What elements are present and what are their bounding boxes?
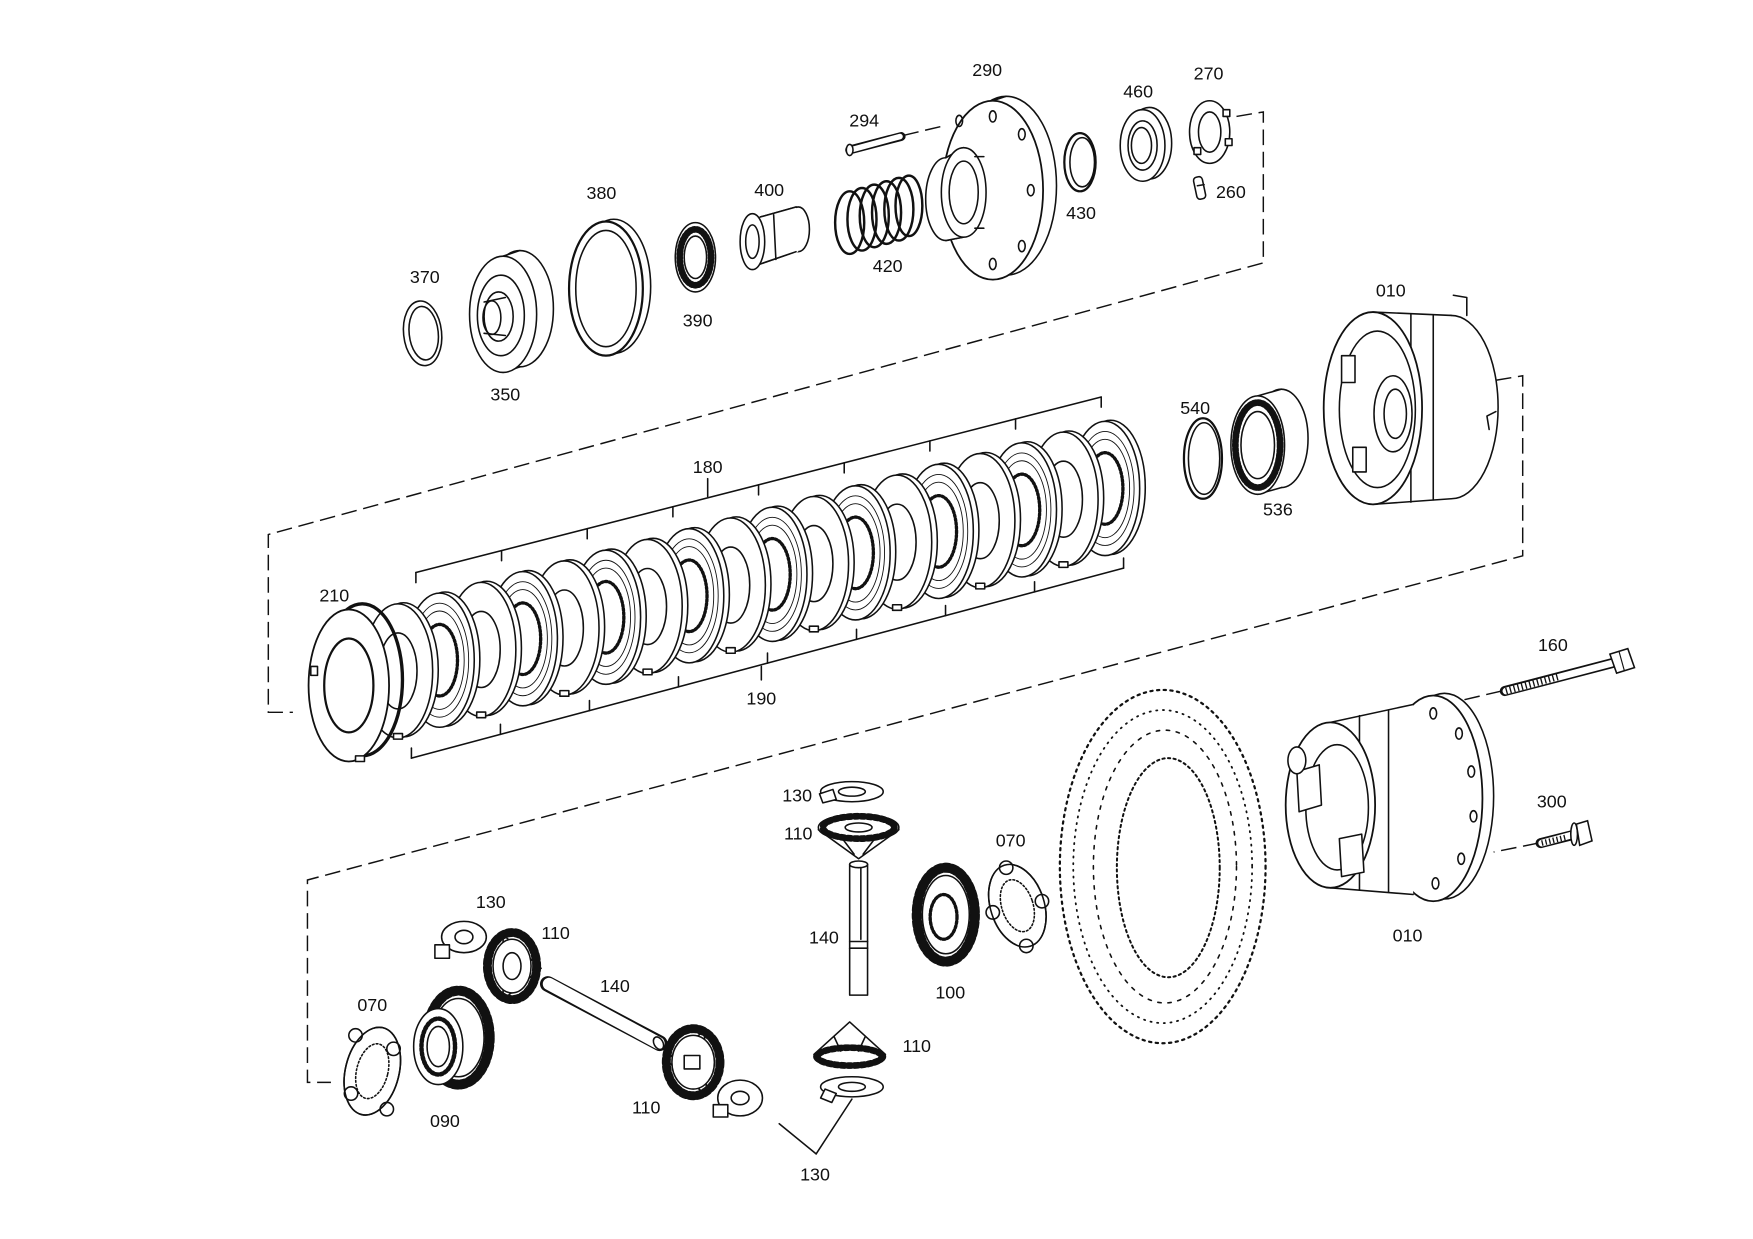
spring-420	[833, 174, 924, 256]
callout-070: 070	[357, 995, 387, 1015]
side-gear-090	[412, 985, 495, 1090]
plate-notch	[392, 732, 404, 740]
needle-bearing-390	[674, 221, 717, 293]
callout-430: 430	[1066, 203, 1096, 223]
callout-370: 370	[410, 267, 440, 287]
plate-notch	[891, 603, 903, 612]
callout-010-lower: 010	[1393, 925, 1423, 945]
lock-plate-270	[1188, 99, 1233, 165]
thrust-washer-130-lower	[819, 1075, 884, 1104]
thrust-washer-130-upper	[818, 780, 884, 804]
callout-140: 140	[600, 976, 630, 996]
callout-090: 090	[430, 1111, 460, 1131]
end-plate-210	[307, 602, 405, 763]
piston-350	[468, 249, 555, 374]
snap-ring-370	[402, 300, 443, 367]
callout-160: 160	[1538, 635, 1568, 655]
bushing-400	[739, 206, 811, 271]
callout-130: 130	[476, 892, 506, 912]
differential-housing-010	[1284, 692, 1495, 903]
plate-notch	[642, 668, 653, 676]
callout-294: 294	[849, 110, 879, 130]
side-gear-100	[911, 862, 980, 967]
assembly-boundary-lines	[267, 111, 1539, 1084]
pin-260	[1192, 175, 1207, 200]
callout-140: 140	[809, 928, 839, 948]
callout-290: 290	[972, 60, 1002, 80]
callout-390: 390	[683, 311, 713, 331]
plate-notch	[1058, 561, 1069, 569]
thrust-washer-130-left	[434, 920, 488, 960]
cross-shaft-140-horizontal	[539, 976, 668, 1052]
plate-notch	[559, 689, 570, 697]
callout-130-leaders	[778, 1098, 853, 1155]
callout-010-upper: 010	[1376, 280, 1406, 300]
gasket-070-right	[985, 860, 1050, 954]
bevel-pinion-110-left	[482, 928, 542, 1005]
cross-shaft-140-vertical	[848, 860, 869, 996]
crown-wheel	[1058, 688, 1267, 1045]
callout-130: 130	[800, 1165, 830, 1185]
callout-420: 420	[873, 256, 903, 276]
bolt-300-leader	[1493, 842, 1539, 853]
bevel-pinion-110-lower	[813, 1021, 887, 1069]
clutch-housing-010	[1322, 294, 1499, 506]
callout-540: 540	[1180, 398, 1210, 418]
ring-380	[567, 218, 652, 357]
plate-notch	[475, 711, 487, 719]
upper-boundary	[267, 111, 1265, 714]
seal-460	[1119, 106, 1173, 183]
callout-110: 110	[784, 824, 813, 844]
callout-070: 070	[996, 830, 1026, 850]
bevel-pinion-110-right	[661, 1024, 725, 1101]
callout-100: 100	[935, 982, 965, 1002]
callout-180: 180	[693, 457, 723, 477]
thrust-washer-130-right	[712, 1079, 764, 1118]
callout-260: 260	[1216, 182, 1246, 202]
snap-ring-540	[1182, 417, 1224, 500]
bolt-160	[1499, 647, 1636, 697]
gasket-070-left	[343, 1026, 402, 1117]
callout-300: 300	[1537, 791, 1567, 811]
callout-210: 210	[319, 586, 349, 606]
pin-leader	[903, 124, 946, 137]
callout-labels: 290 294 460 270 260 430 400 420 380 390 …	[319, 60, 1567, 1185]
plate-brackets	[410, 396, 1125, 759]
flange-290	[924, 95, 1058, 281]
callout-110: 110	[632, 1098, 661, 1118]
callout-110: 110	[902, 1036, 931, 1056]
callout-350: 350	[490, 384, 520, 404]
plate-notch	[974, 582, 986, 590]
snap-ring-430	[1063, 132, 1097, 193]
lower-boundary	[306, 374, 1524, 1084]
bolt-300	[1535, 819, 1593, 849]
callout-380: 380	[587, 183, 617, 203]
callout-110: 110	[541, 923, 570, 943]
plate-notch	[808, 625, 820, 633]
pin-294	[845, 132, 906, 157]
callout-460: 460	[1123, 81, 1153, 101]
callout-400: 400	[754, 180, 784, 200]
bolt-160-leader	[1453, 690, 1502, 703]
bevel-pinion-110-upper	[817, 812, 900, 860]
callout-130: 130	[782, 786, 812, 806]
callout-536: 536	[1263, 500, 1293, 520]
ring-gear-536	[1230, 388, 1309, 496]
clutch-plate-pack	[360, 419, 1147, 740]
callout-190: 190	[746, 688, 776, 708]
plate-notch	[725, 646, 736, 655]
callout-270: 270	[1194, 64, 1224, 84]
